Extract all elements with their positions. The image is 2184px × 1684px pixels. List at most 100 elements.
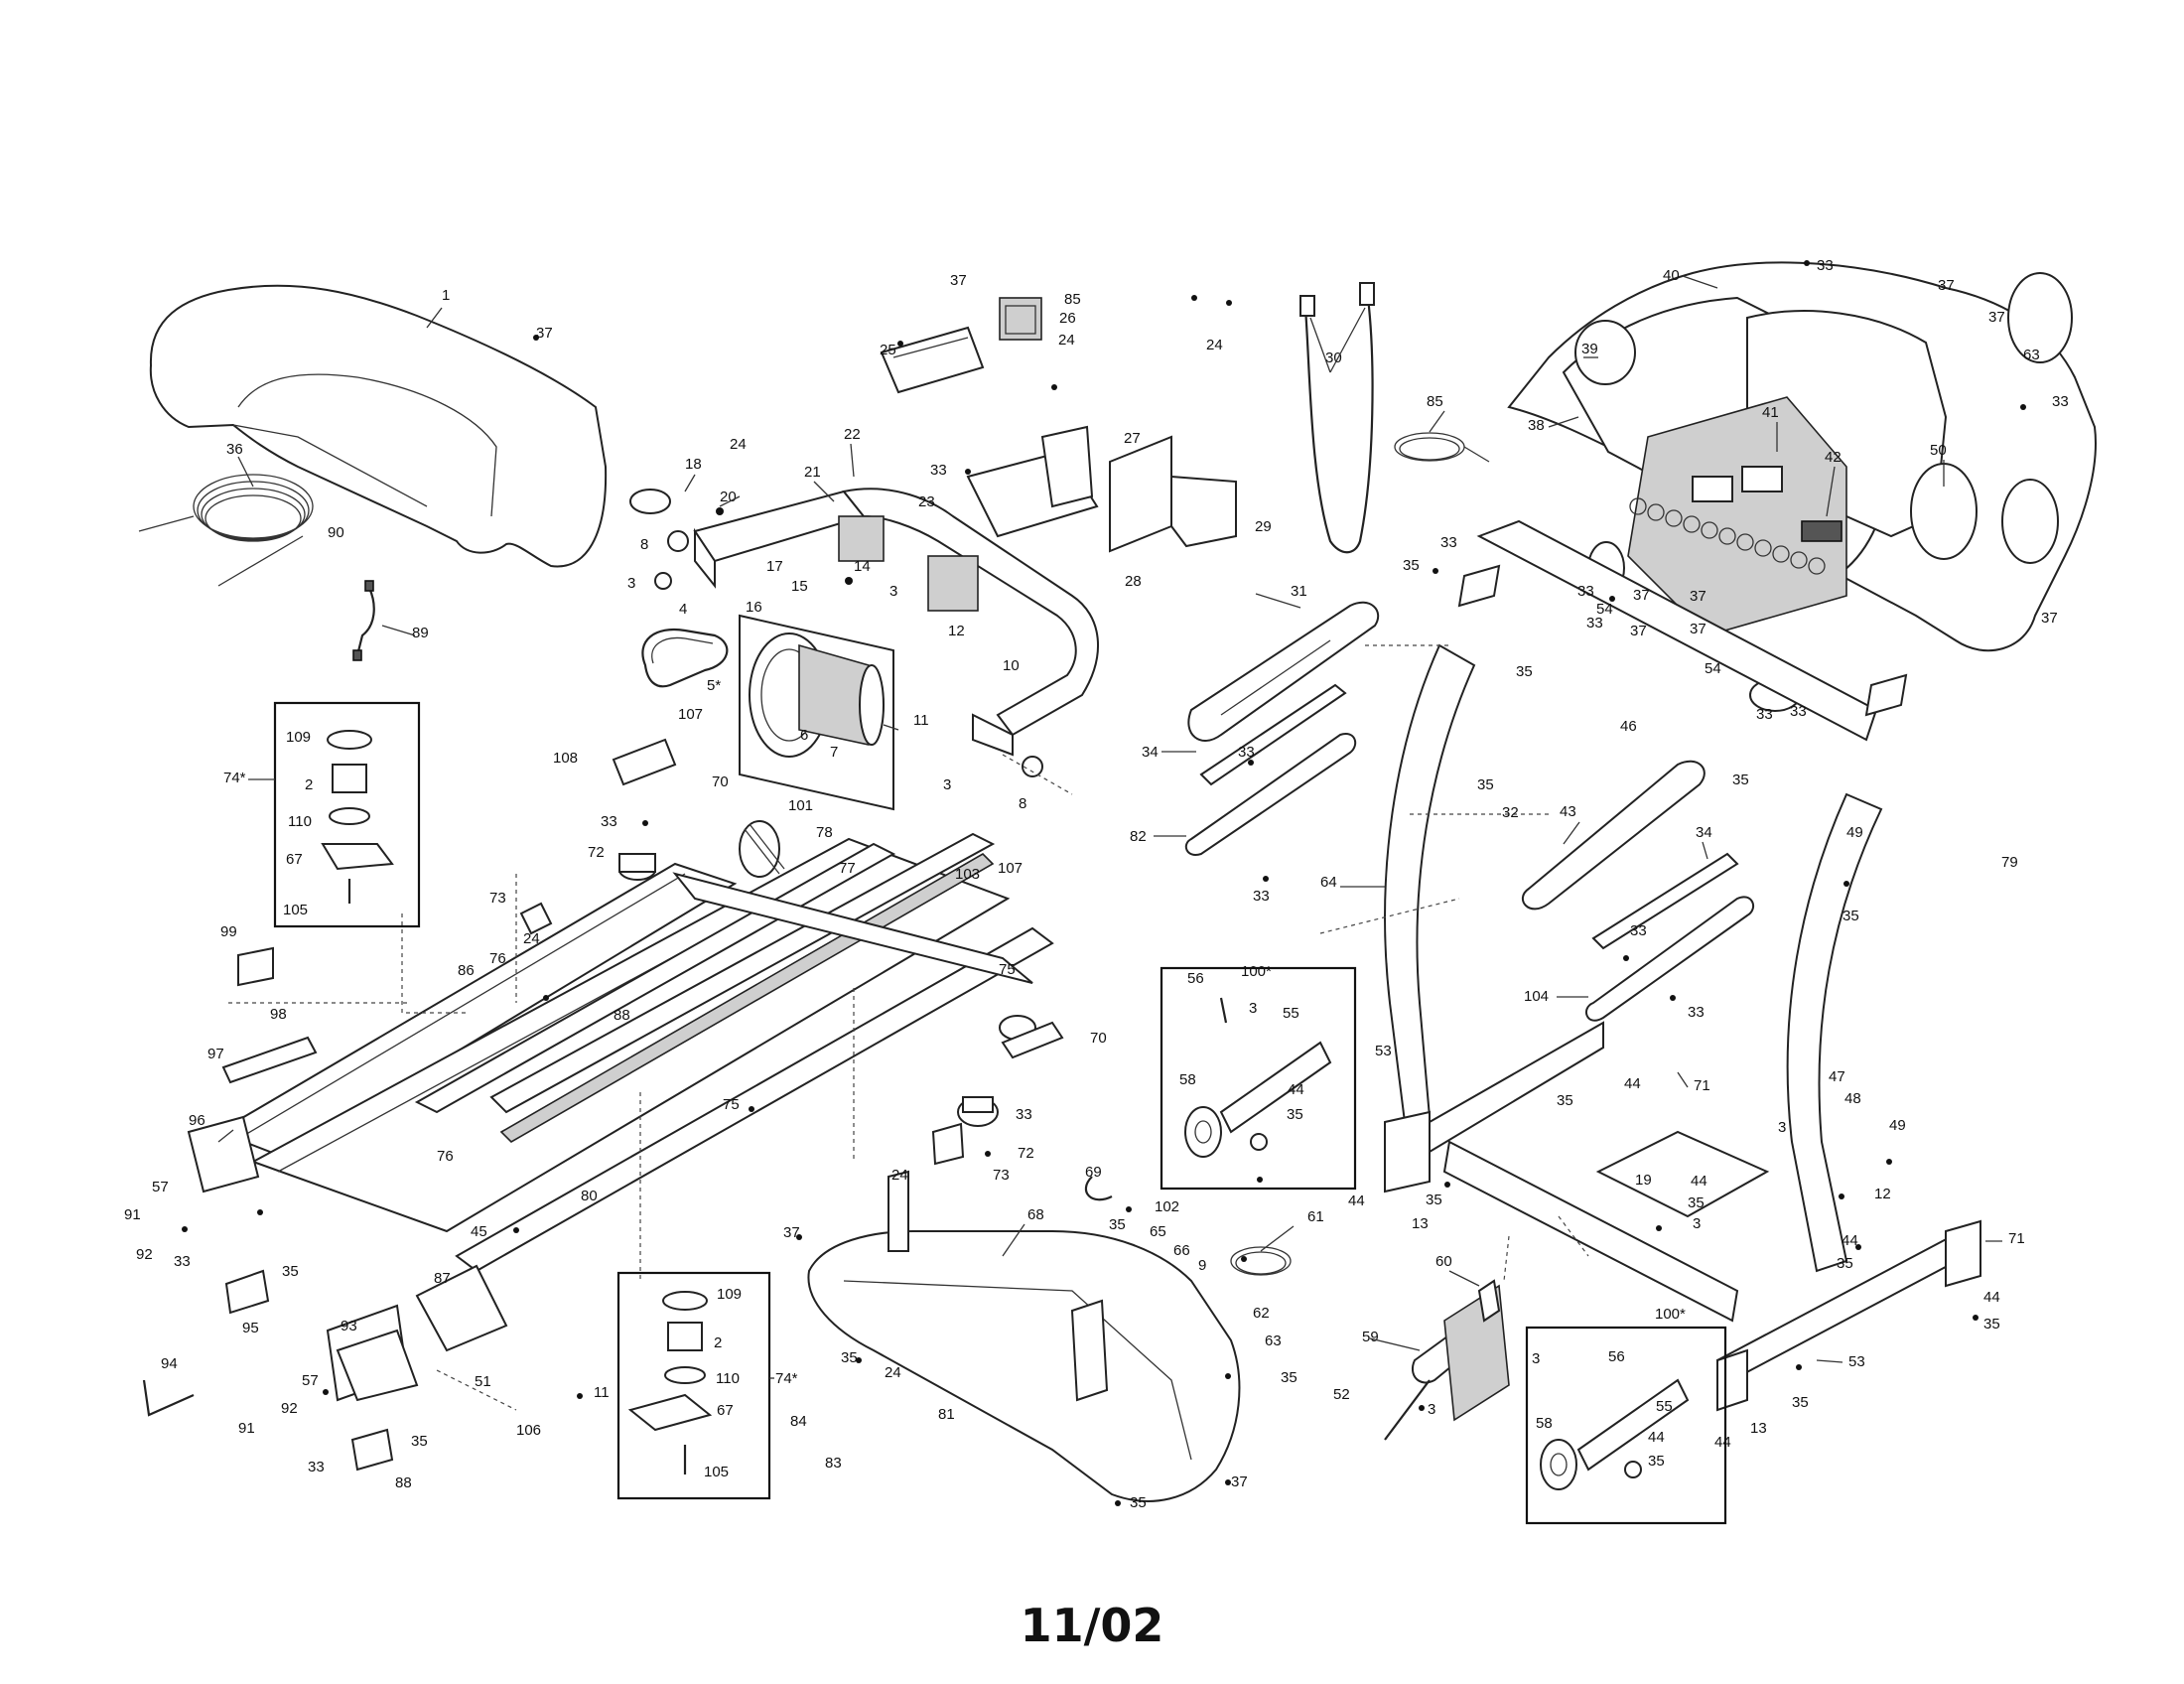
callout-label: 105 bbox=[704, 1464, 729, 1480]
callout-label: 63 bbox=[1265, 1333, 1282, 1349]
callout-label: 100* bbox=[1241, 963, 1272, 980]
callout-label: 27 bbox=[1124, 430, 1141, 447]
callout-label: 19 bbox=[1635, 1172, 1652, 1189]
callout-label: 37 bbox=[1231, 1474, 1248, 1490]
callout-label: 35 bbox=[1688, 1194, 1705, 1211]
callout-label: 87 bbox=[434, 1270, 451, 1287]
wire-85 bbox=[1394, 432, 1490, 463]
callout-label: 35 bbox=[1792, 1394, 1809, 1411]
callout-label: 81 bbox=[938, 1406, 955, 1423]
callout-label: 35 bbox=[411, 1433, 428, 1450]
wheel-kit-box bbox=[1160, 966, 1357, 1191]
callout-label: 47 bbox=[1829, 1068, 1845, 1085]
base-hood bbox=[807, 1170, 1241, 1502]
callout-label: 44 bbox=[1624, 1075, 1641, 1092]
callout-label: 72 bbox=[588, 844, 605, 861]
callout-label: 92 bbox=[136, 1246, 153, 1263]
callout-label: 33 bbox=[1817, 257, 1834, 274]
callout-label: 44 bbox=[1842, 1232, 1858, 1249]
callout-label: 3 bbox=[1428, 1401, 1435, 1418]
callout-label: 21 bbox=[804, 464, 821, 481]
callout-label: 89 bbox=[412, 625, 429, 641]
callout-label: 37 bbox=[950, 272, 967, 289]
callout-label: 58 bbox=[1536, 1415, 1553, 1432]
callout-label: 90 bbox=[328, 524, 344, 541]
revision-date: 11/02 bbox=[1020, 1599, 1164, 1652]
callout-label: 107 bbox=[998, 860, 1023, 877]
callout-label: 24 bbox=[523, 930, 540, 947]
callout-label: 56 bbox=[1608, 1348, 1625, 1365]
callout-label: 69 bbox=[1085, 1164, 1102, 1181]
callout-label: 109 bbox=[286, 729, 311, 746]
motor-hood bbox=[149, 284, 608, 568]
callout-label: 37 bbox=[2041, 610, 2058, 627]
callout-label: 97 bbox=[207, 1046, 224, 1062]
callout-label: 24 bbox=[1058, 332, 1075, 349]
callout-label: 25 bbox=[880, 342, 896, 358]
callout-label: 11 bbox=[913, 712, 929, 729]
callout-label: 37 bbox=[1690, 621, 1706, 637]
controller-brackets bbox=[880, 297, 1237, 553]
right-handrail bbox=[1522, 760, 1755, 1022]
callout-label: 3 bbox=[1693, 1215, 1701, 1232]
callout-label: 30 bbox=[1325, 350, 1342, 366]
callout-label: 49 bbox=[1846, 824, 1863, 841]
callout-label: 83 bbox=[825, 1455, 842, 1472]
callout-label: 109 bbox=[717, 1286, 742, 1303]
callout-label: 73 bbox=[489, 890, 506, 907]
callout-label: 35 bbox=[1130, 1494, 1147, 1511]
callout-label: 10 bbox=[1003, 657, 1020, 674]
callout-label: 88 bbox=[614, 1007, 630, 1024]
callout-label: 65 bbox=[1150, 1223, 1166, 1240]
callout-label: 82 bbox=[1130, 828, 1147, 845]
callout-label: 74* bbox=[223, 770, 246, 786]
motor-frame bbox=[629, 488, 1099, 777]
callout-label: 64 bbox=[1320, 874, 1337, 891]
callout-label: 72 bbox=[1018, 1145, 1034, 1162]
callout-label: 110 bbox=[288, 813, 312, 830]
callout-label: 3 bbox=[1249, 1000, 1257, 1017]
callout-label: 28 bbox=[1125, 573, 1142, 590]
callout-label: 4 bbox=[679, 601, 687, 618]
callout-label: 3 bbox=[1532, 1350, 1540, 1367]
callout-label: 103 bbox=[955, 866, 980, 883]
callout-label: 95 bbox=[242, 1320, 259, 1336]
callout-label: 49 bbox=[1889, 1117, 1906, 1134]
callout-label: 88 bbox=[395, 1474, 412, 1491]
callout-label: 75 bbox=[723, 1096, 740, 1113]
incline-motor bbox=[1384, 1279, 1510, 1441]
callout-label: 55 bbox=[1656, 1398, 1673, 1415]
callout-label: 8 bbox=[640, 536, 648, 553]
small-parts bbox=[142, 738, 1292, 1472]
callout-label: 98 bbox=[270, 1006, 287, 1023]
callout-label: 57 bbox=[152, 1179, 169, 1195]
callout-label: 16 bbox=[746, 599, 762, 616]
callout-label: 8 bbox=[1019, 795, 1026, 812]
callout-label: 37 bbox=[536, 325, 553, 342]
callout-label: 13 bbox=[1750, 1420, 1767, 1437]
callout-label: 44 bbox=[1983, 1289, 2000, 1306]
callout-label: 92 bbox=[281, 1400, 298, 1417]
callout-label: 46 bbox=[1620, 718, 1637, 735]
callout-label: 42 bbox=[1825, 449, 1842, 466]
callout-label: 53 bbox=[1375, 1043, 1392, 1059]
callout-label: 31 bbox=[1291, 583, 1307, 600]
callout-label: 35 bbox=[841, 1349, 858, 1366]
cable-coil bbox=[138, 474, 314, 587]
callout-label: 37 bbox=[1690, 588, 1706, 605]
callout-label: 91 bbox=[124, 1206, 141, 1223]
callout-label: 101 bbox=[788, 797, 813, 814]
callout-label: 13 bbox=[1412, 1215, 1429, 1232]
callout-label: 62 bbox=[1253, 1305, 1270, 1322]
callout-label: 37 bbox=[783, 1224, 800, 1241]
callout-label: 54 bbox=[1705, 660, 1721, 677]
callout-label: 76 bbox=[437, 1148, 454, 1165]
callout-label: 14 bbox=[854, 558, 871, 575]
callout-label: 52 bbox=[1333, 1386, 1350, 1403]
cushion-kit-box-lower bbox=[616, 1271, 771, 1500]
callout-label: 22 bbox=[844, 426, 861, 443]
assembly-guides bbox=[228, 644, 1589, 1411]
callout-label: 66 bbox=[1173, 1242, 1190, 1259]
callout-label: 37 bbox=[1633, 587, 1650, 604]
